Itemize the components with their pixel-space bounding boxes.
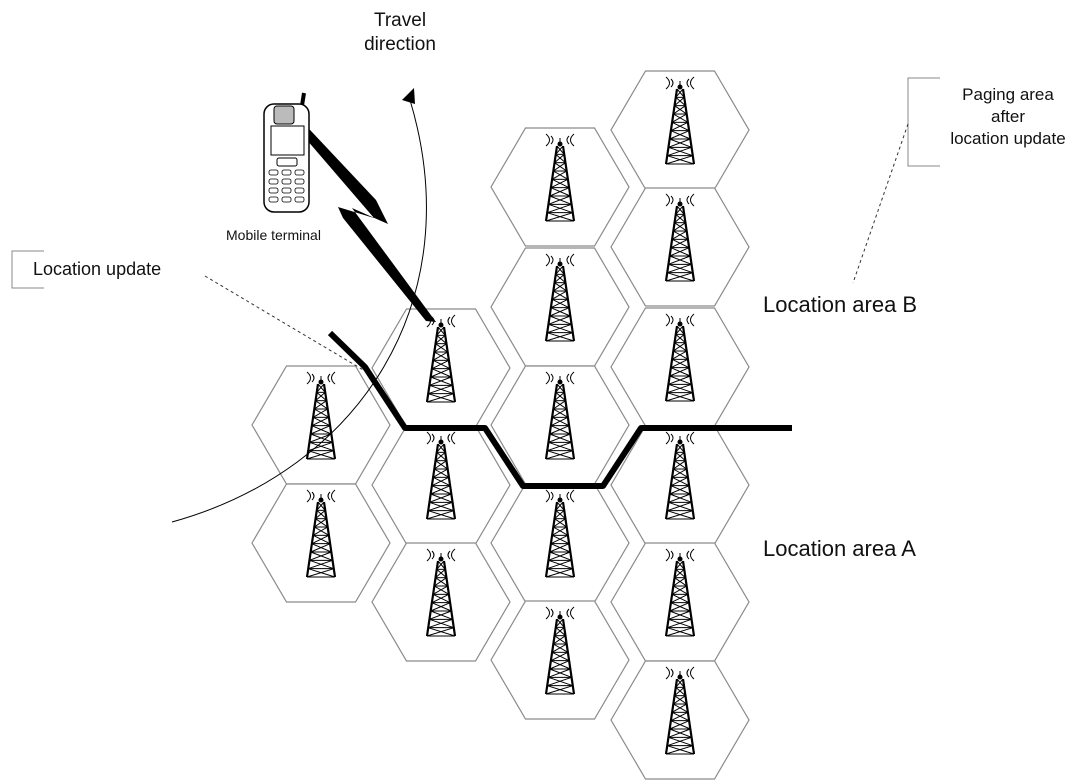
cell-a-15 — [490, 600, 630, 720]
arrowhead-icon — [402, 88, 415, 104]
cell-b-4 — [490, 247, 630, 367]
location-update-label: Location update — [33, 259, 162, 279]
cell-a-9 — [371, 425, 511, 545]
location-area-boundary — [327, 330, 792, 489]
tower-icon — [544, 371, 576, 460]
tower-icon — [305, 371, 337, 460]
paging-area-callout — [852, 77, 940, 284]
cell-grid — [251, 70, 750, 780]
cell-a-11 — [251, 483, 391, 603]
tower-icon — [664, 76, 696, 165]
cell-b-5 — [371, 308, 511, 428]
tower-icon — [305, 489, 337, 578]
hexagon-cell — [490, 600, 630, 720]
cell-a-16 — [610, 660, 750, 780]
location-update-callout — [11, 250, 366, 372]
tower-icon — [425, 431, 457, 520]
tower-icon — [544, 253, 576, 342]
cell-a-12 — [490, 483, 630, 603]
travel-direction-arrow — [171, 99, 427, 523]
hexagon-cell — [610, 187, 750, 307]
tower-icon — [664, 193, 696, 282]
tower-icon — [664, 431, 696, 520]
cell-b-1 — [610, 70, 750, 190]
tower-icon — [664, 666, 696, 755]
cell-b-3 — [610, 187, 750, 307]
tower-icon — [664, 313, 696, 402]
hexagon-cell — [490, 127, 630, 247]
cell-b-6 — [610, 307, 750, 427]
cell-a-7 — [251, 365, 391, 485]
hexagon-cell — [251, 483, 391, 603]
tower-icon — [544, 489, 576, 578]
location-area-b-label: Location area B — [763, 292, 918, 317]
hexagon-cell — [610, 660, 750, 780]
mobile-terminal-icon — [263, 92, 310, 213]
radio-link-bolt — [294, 115, 436, 322]
cell-a-14 — [610, 542, 750, 662]
tower-icon — [664, 548, 696, 637]
tower-icon — [544, 133, 576, 222]
cell-a-8 — [490, 365, 630, 485]
tower-icon — [544, 606, 576, 695]
paging-area-label: Paging area after location update — [950, 85, 1066, 148]
cell-a-13 — [371, 542, 511, 662]
hexagon-cell — [371, 542, 511, 662]
travel-direction-label: Travel direction — [364, 10, 436, 55]
location-area-a-label: Location area A — [763, 536, 916, 561]
cell-b-2 — [490, 127, 630, 247]
tower-icon — [425, 548, 457, 637]
mobile-terminal-label: Mobile terminal — [226, 227, 321, 243]
